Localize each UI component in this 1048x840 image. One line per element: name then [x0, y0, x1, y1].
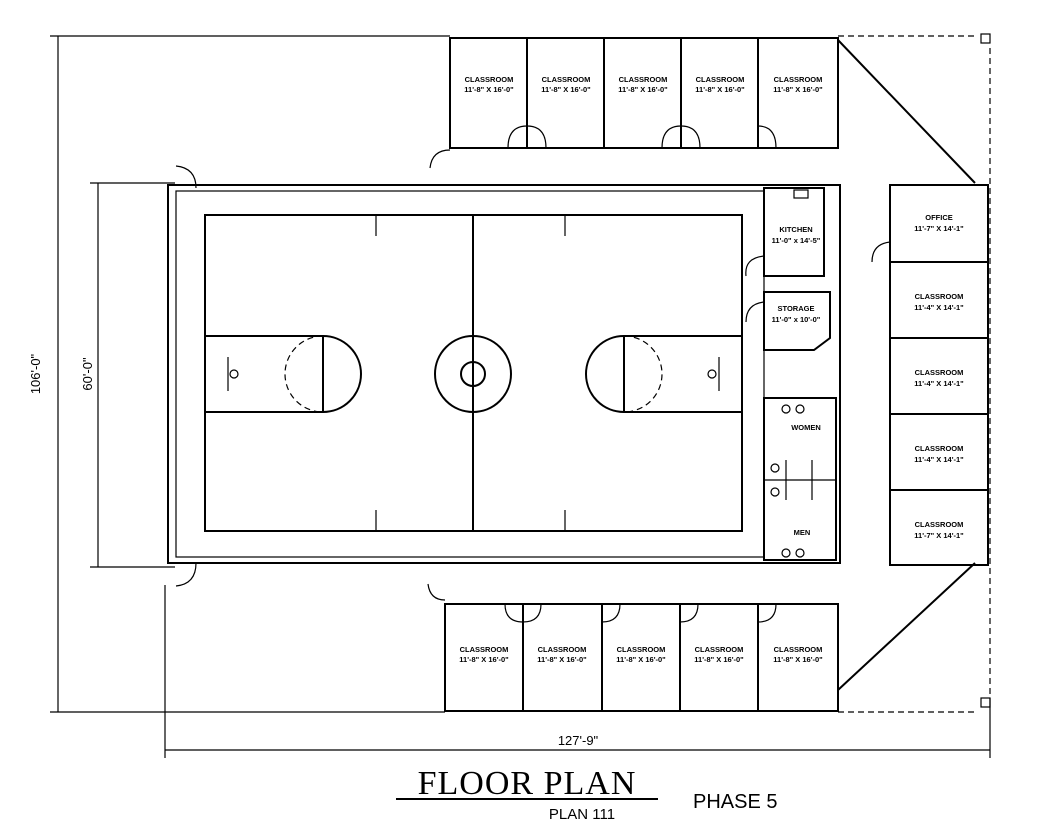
bottom-classroom-2-size: 11'-8" X 16'-0": [537, 655, 587, 664]
dashed-outline: [838, 33, 991, 713]
kitchen-label: KITCHEN: [779, 225, 812, 234]
top-classroom-3-label: CLASSROOM: [619, 75, 668, 84]
plan-number: PLAN 111: [549, 806, 615, 823]
bottom-classroom-5-size: 11'-8" X 16'-0": [773, 655, 823, 664]
gym-depth-label: 60'-0": [80, 357, 95, 391]
top-classroom-2-size: 11'-8" X 16'-0": [541, 85, 591, 94]
right-classroom-3-label: CLASSROOM: [915, 444, 964, 453]
dimension-lines: [50, 35, 991, 758]
total-depth-label: 106'-0": [28, 353, 43, 394]
top-classroom-1-size: 11'-8" X 16'-0": [464, 85, 514, 94]
men-restroom-label: MEN: [794, 528, 811, 537]
right-classroom-4-size: 11'-7" X 14'-1": [914, 531, 964, 540]
right-classroom-2-label: CLASSROOM: [915, 368, 964, 377]
bottom-classroom-wing: [427, 562, 976, 712]
kitchen-size: 11'-0" x 14'-5": [772, 236, 821, 245]
phase-label: PHASE 5: [693, 791, 777, 813]
right-classroom-1-size: 11'-4" X 14'-1": [914, 303, 964, 312]
right-wing: [871, 184, 989, 566]
office-size: 11'-7" X 14'-1": [914, 224, 964, 233]
storage-label: STORAGE: [778, 304, 815, 313]
right-wing-labels: OFFICE 11'-7" X 14'-1" CLASSROOM 11'-4" …: [914, 213, 964, 540]
plan-title: FLOOR PLAN: [418, 765, 637, 802]
top-classroom-5-size: 11'-8" X 16'-0": [773, 85, 823, 94]
top-classroom-1-label: CLASSROOM: [465, 75, 514, 84]
bottom-classroom-1-label: CLASSROOM: [460, 645, 509, 654]
basketball-court: [204, 214, 743, 532]
women-restroom-label: WOMEN: [791, 423, 821, 432]
bottom-classroom-1-size: 11'-8" X 16'-0": [459, 655, 509, 664]
top-classroom-5-label: CLASSROOM: [774, 75, 823, 84]
total-width-label: 127'-9": [558, 733, 599, 748]
bottom-classroom-3-size: 11'-8" X 16'-0": [616, 655, 666, 664]
right-classroom-4-label: CLASSROOM: [915, 520, 964, 529]
top-classroom-labels: CLASSROOM 11'-8" X 16'-0" CLASSROOM 11'-…: [464, 75, 823, 94]
right-classroom-1-label: CLASSROOM: [915, 292, 964, 301]
bottom-classroom-4-label: CLASSROOM: [695, 645, 744, 654]
bottom-classroom-4-size: 11'-8" X 16'-0": [694, 655, 744, 664]
top-classroom-2-label: CLASSROOM: [542, 75, 591, 84]
office-label: OFFICE: [925, 213, 953, 222]
bottom-classroom-labels: CLASSROOM 11'-8" X 16'-0" CLASSROOM 11'-…: [459, 645, 823, 664]
top-classroom-3-size: 11'-8" X 16'-0": [618, 85, 668, 94]
top-classroom-4-label: CLASSROOM: [696, 75, 745, 84]
top-classroom-wing: [429, 37, 976, 184]
bottom-classroom-3-label: CLASSROOM: [617, 645, 666, 654]
right-classroom-2-size: 11'-4" X 14'-1": [914, 379, 964, 388]
storage-size: 11'-0" x 10'-0": [772, 315, 821, 324]
top-classroom-4-size: 11'-8" X 16'-0": [695, 85, 745, 94]
right-classroom-3-size: 11'-4" X 14'-1": [914, 455, 964, 464]
bottom-classroom-2-label: CLASSROOM: [538, 645, 587, 654]
gym-hall: [167, 165, 841, 587]
bottom-classroom-5-label: CLASSROOM: [774, 645, 823, 654]
service-core: [745, 187, 837, 561]
